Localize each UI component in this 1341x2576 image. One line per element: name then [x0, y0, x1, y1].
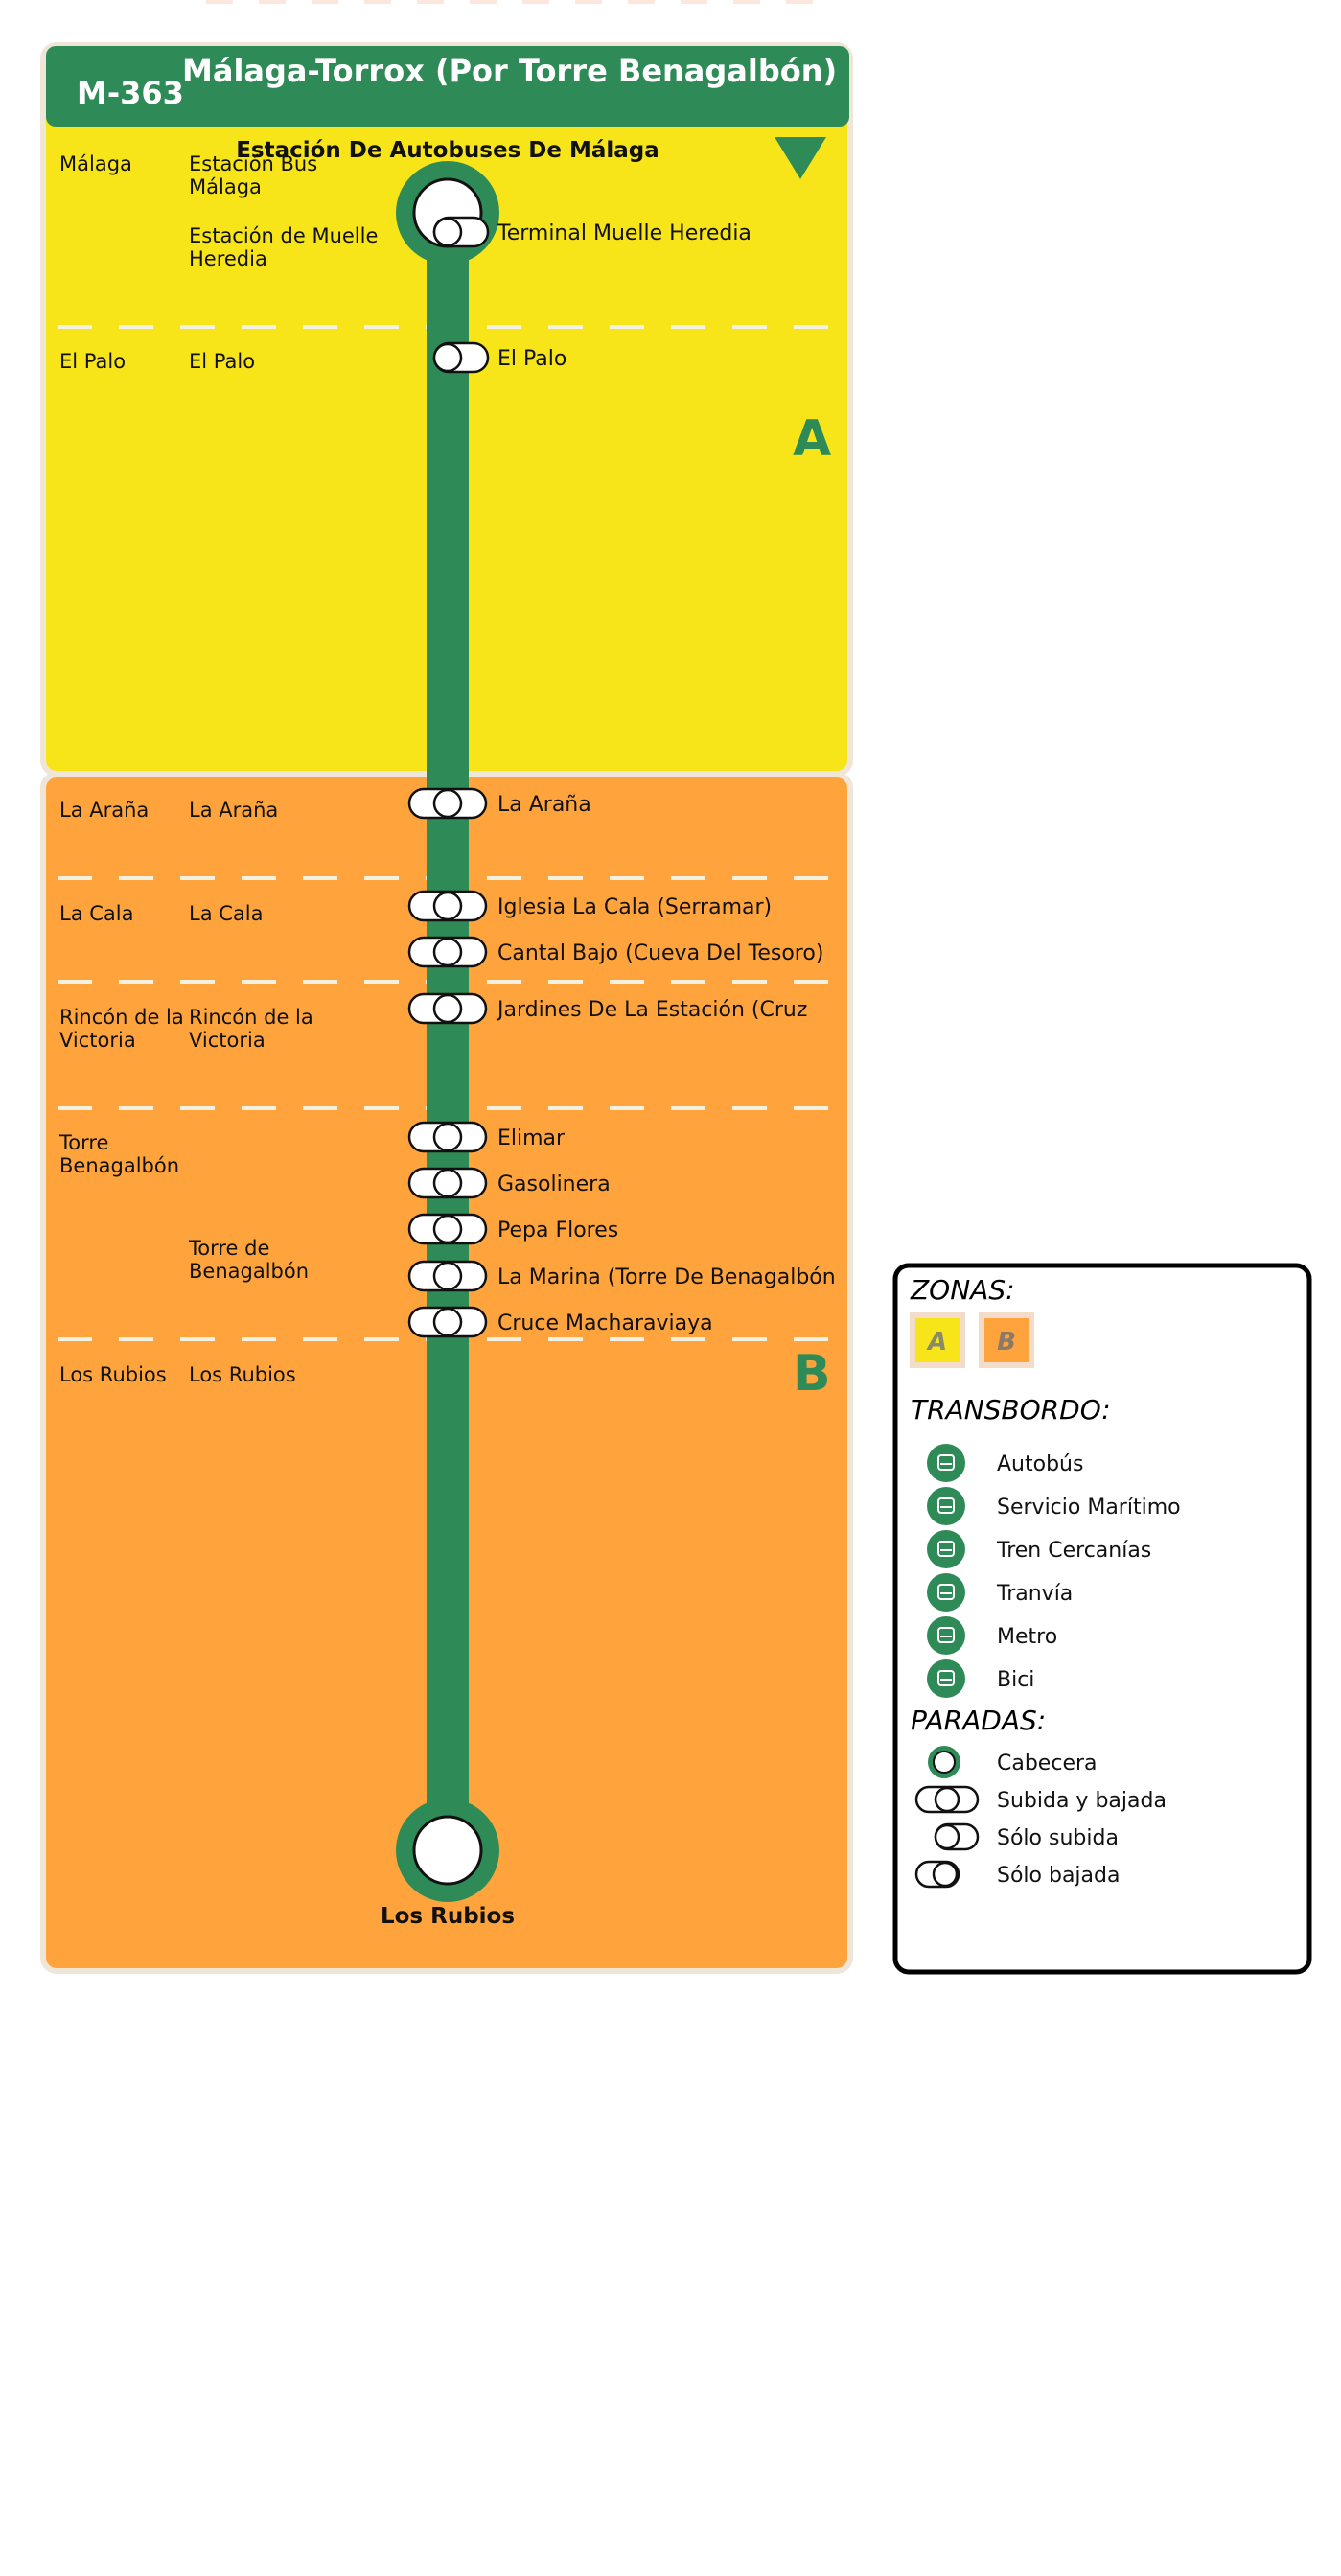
legend-transfer-1: Autobús: [927, 1444, 1083, 1482]
nucleus-el-palo: El Palo: [189, 350, 255, 373]
nucleus-la-arana: La Araña: [189, 799, 278, 822]
stop-name: Iglesia La Cala (Serramar): [497, 895, 772, 919]
stop-3: La Araña: [407, 787, 591, 820]
legend-paradas-title: PARADAS:: [911, 1705, 1046, 1736]
legend-transfer-label: Tranvía: [996, 1582, 1073, 1606]
stops-layer: Terminal Muelle Heredia El Palo La ArañaIg…: [407, 216, 836, 1338]
stop-8: Gasolinera: [407, 1167, 611, 1199]
legend-stop-4: Sólo bajada: [914, 1860, 1120, 1889]
municipality-column: Málaga El Palo La Araña La Cala Rincón d…: [58, 152, 184, 1386]
stop-name: Elimar: [497, 1126, 566, 1150]
nucleus-los-rubios: Los Rubios: [189, 1363, 296, 1386]
legend-stop-3: Sólo subida: [934, 1822, 1119, 1851]
route-code: M-363: [77, 75, 184, 111]
legend-transfer-label: Tren Cercanías: [996, 1539, 1151, 1563]
legend-zone-a-swatch: [910, 1312, 965, 1368]
stop-2: El Palo: [432, 341, 566, 374]
stop-1: Terminal Muelle Heredia: [432, 216, 751, 248]
stop-9: Pepa Flores: [407, 1213, 618, 1245]
legend-stop-label: Cabecera: [997, 1752, 1098, 1775]
stop-name: Terminal Muelle Heredia: [497, 221, 751, 245]
stop-name: La Araña: [497, 793, 591, 817]
stop-11: Cruce Macharaviaya: [407, 1306, 713, 1338]
legend-transbordo-title: TRANSBORDO:: [911, 1394, 1111, 1426]
legend-transfer-label: Autobús: [997, 1452, 1083, 1476]
top-edge-fragments: [206, 0, 813, 4]
terminal-stop-icon: [928, 1746, 960, 1778]
legend-zonas-title: ZONAS:: [910, 1274, 1015, 1306]
legend-transfer-label: Bici: [997, 1668, 1034, 1692]
zone-b-label: B: [793, 1345, 831, 1403]
municipality-el-palo: El Palo: [59, 350, 126, 373]
stop-5: Cantal Bajo (Cueva Del Tesoro): [407, 936, 823, 968]
route-title: Málaga-Torrox (Por Torre Benagalbón): [182, 53, 837, 89]
destination-terminal-label: Los Rubios: [381, 1904, 515, 1929]
stop-4: Iglesia La Cala (Serramar): [407, 890, 772, 922]
stop-name: El Palo: [497, 347, 566, 371]
destination-terminal-core: [412, 1815, 483, 1886]
stop-10: La Marina (Torre De Benagalbón: [407, 1260, 836, 1292]
municipality-la-arana: La Araña: [59, 799, 149, 822]
legend-stop-2: Subida y bajada: [914, 1785, 1167, 1814]
municipality-los-rubios: Los Rubios: [59, 1363, 167, 1386]
header-bar: [46, 46, 849, 127]
legend-transfer-3: Tren Cercanías: [927, 1530, 1151, 1568]
stop-7: Elimar: [407, 1121, 566, 1153]
legend-transfer-4: Tranvía: [927, 1573, 1073, 1612]
nucleus-la-cala: La Cala: [189, 902, 263, 925]
legend-zone-b-label: B: [997, 1328, 1016, 1357]
legend-transfer-label: Metro: [997, 1625, 1057, 1649]
legend-stop-1: Cabecera: [928, 1746, 1098, 1778]
zone-a-label: A: [793, 410, 831, 468]
stop-name: La Marina (Torre De Benagalbón: [497, 1265, 836, 1289]
stop-6: Jardines De La Estación (Cruz: [407, 992, 807, 1025]
legend-stop-label: Sólo subida: [997, 1826, 1119, 1850]
legend-transfer-label: Servicio Marítimo: [997, 1496, 1181, 1520]
stop-name: Cruce Macharaviaya: [497, 1311, 713, 1335]
stop-name: Cantal Bajo (Cueva Del Tesoro): [497, 941, 823, 965]
triangle-down-icon: [775, 137, 826, 179]
boarding-stop-icon: [934, 1822, 980, 1851]
legend-stop-label: Subida y bajada: [997, 1789, 1167, 1813]
legend-transfer-2: Servicio Marítimo: [927, 1487, 1181, 1525]
legend-transfer-5: Metro: [927, 1616, 1057, 1655]
legend-stop-label: Sólo bajada: [997, 1864, 1120, 1888]
legend-zone-a-label: A: [926, 1328, 947, 1357]
stop-name: Jardines De La Estación (Cruz: [496, 998, 807, 1022]
both-stop-icon: [914, 1785, 980, 1814]
legend-transfer-6: Bici: [927, 1659, 1034, 1698]
alighting-stop-icon: [914, 1860, 960, 1889]
legend-zone-b-swatch: [979, 1312, 1034, 1368]
municipality-la-cala: La Cala: [59, 902, 133, 925]
stop-name: Gasolinera: [497, 1172, 611, 1196]
municipality-malaga: Málaga: [59, 152, 132, 175]
origin-terminal-label: Estación De Autobuses De Málaga: [236, 138, 659, 163]
route-line: [427, 213, 469, 1848]
stop-name: Pepa Flores: [497, 1218, 618, 1242]
